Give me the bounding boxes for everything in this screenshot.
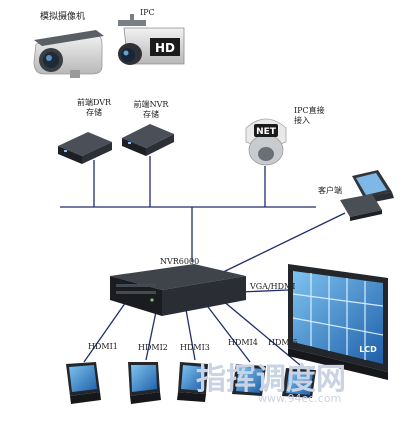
ipc-hd-badge: HD: [155, 41, 175, 55]
hdmi1-line: [83, 298, 129, 363]
connection-lines: [60, 156, 346, 366]
client-computer-icon: [340, 170, 394, 221]
monitor-2-icon: [128, 362, 161, 404]
hdmi4-label: HDMI4: [228, 338, 258, 347]
dome-net-badge: NET: [256, 127, 277, 137]
monitor-1-icon: [66, 362, 101, 404]
client-label: 客户端: [318, 186, 342, 195]
nvr-device-icon: [122, 124, 174, 156]
nvr6000-label: NVR6000: [160, 257, 200, 266]
hdmi5-line: [221, 299, 301, 366]
dvr-device-icon: [58, 132, 112, 164]
ipc-camera-icon: HD: [118, 14, 185, 65]
vga-hdmi-line: [239, 289, 289, 293]
analog-camera-label: 模拟摄像机: [40, 12, 86, 22]
ipc-direct-label: IPC直接 接入: [294, 106, 325, 125]
hdmi5-label: HDMI5: [268, 338, 298, 347]
lcd-badge: LCD: [359, 345, 377, 354]
watermark-url: www.94ec.com: [258, 392, 342, 405]
hdmi2-label: HDMI2: [138, 343, 168, 352]
vga-hdmi-label: VGA/HDMI: [250, 282, 296, 291]
nvr6000-device-icon: [110, 264, 246, 316]
front-nvr-label: 前端NVR 存储: [133, 100, 169, 119]
hdmi3-label: HDMI3: [180, 343, 210, 352]
hdmi4-line: [204, 302, 251, 363]
ipc-label: IPC: [140, 8, 155, 17]
hdmi1-label: HDMI1: [88, 342, 118, 351]
watermark-brand: 指挥调度网: [196, 362, 346, 397]
monitor-3-icon: [177, 362, 208, 402]
dome-camera-icon: NET: [245, 118, 287, 166]
front-dvr-label: 前端DVR 存储: [76, 98, 112, 117]
lcd-videowall-icon: LCD: [288, 264, 388, 380]
client-line: [214, 212, 346, 277]
monitor-4-icon: [232, 364, 266, 396]
hdmi3-line: [184, 303, 196, 361]
analog-camera-icon: [33, 30, 104, 78]
monitor-5-icon: [282, 368, 316, 398]
